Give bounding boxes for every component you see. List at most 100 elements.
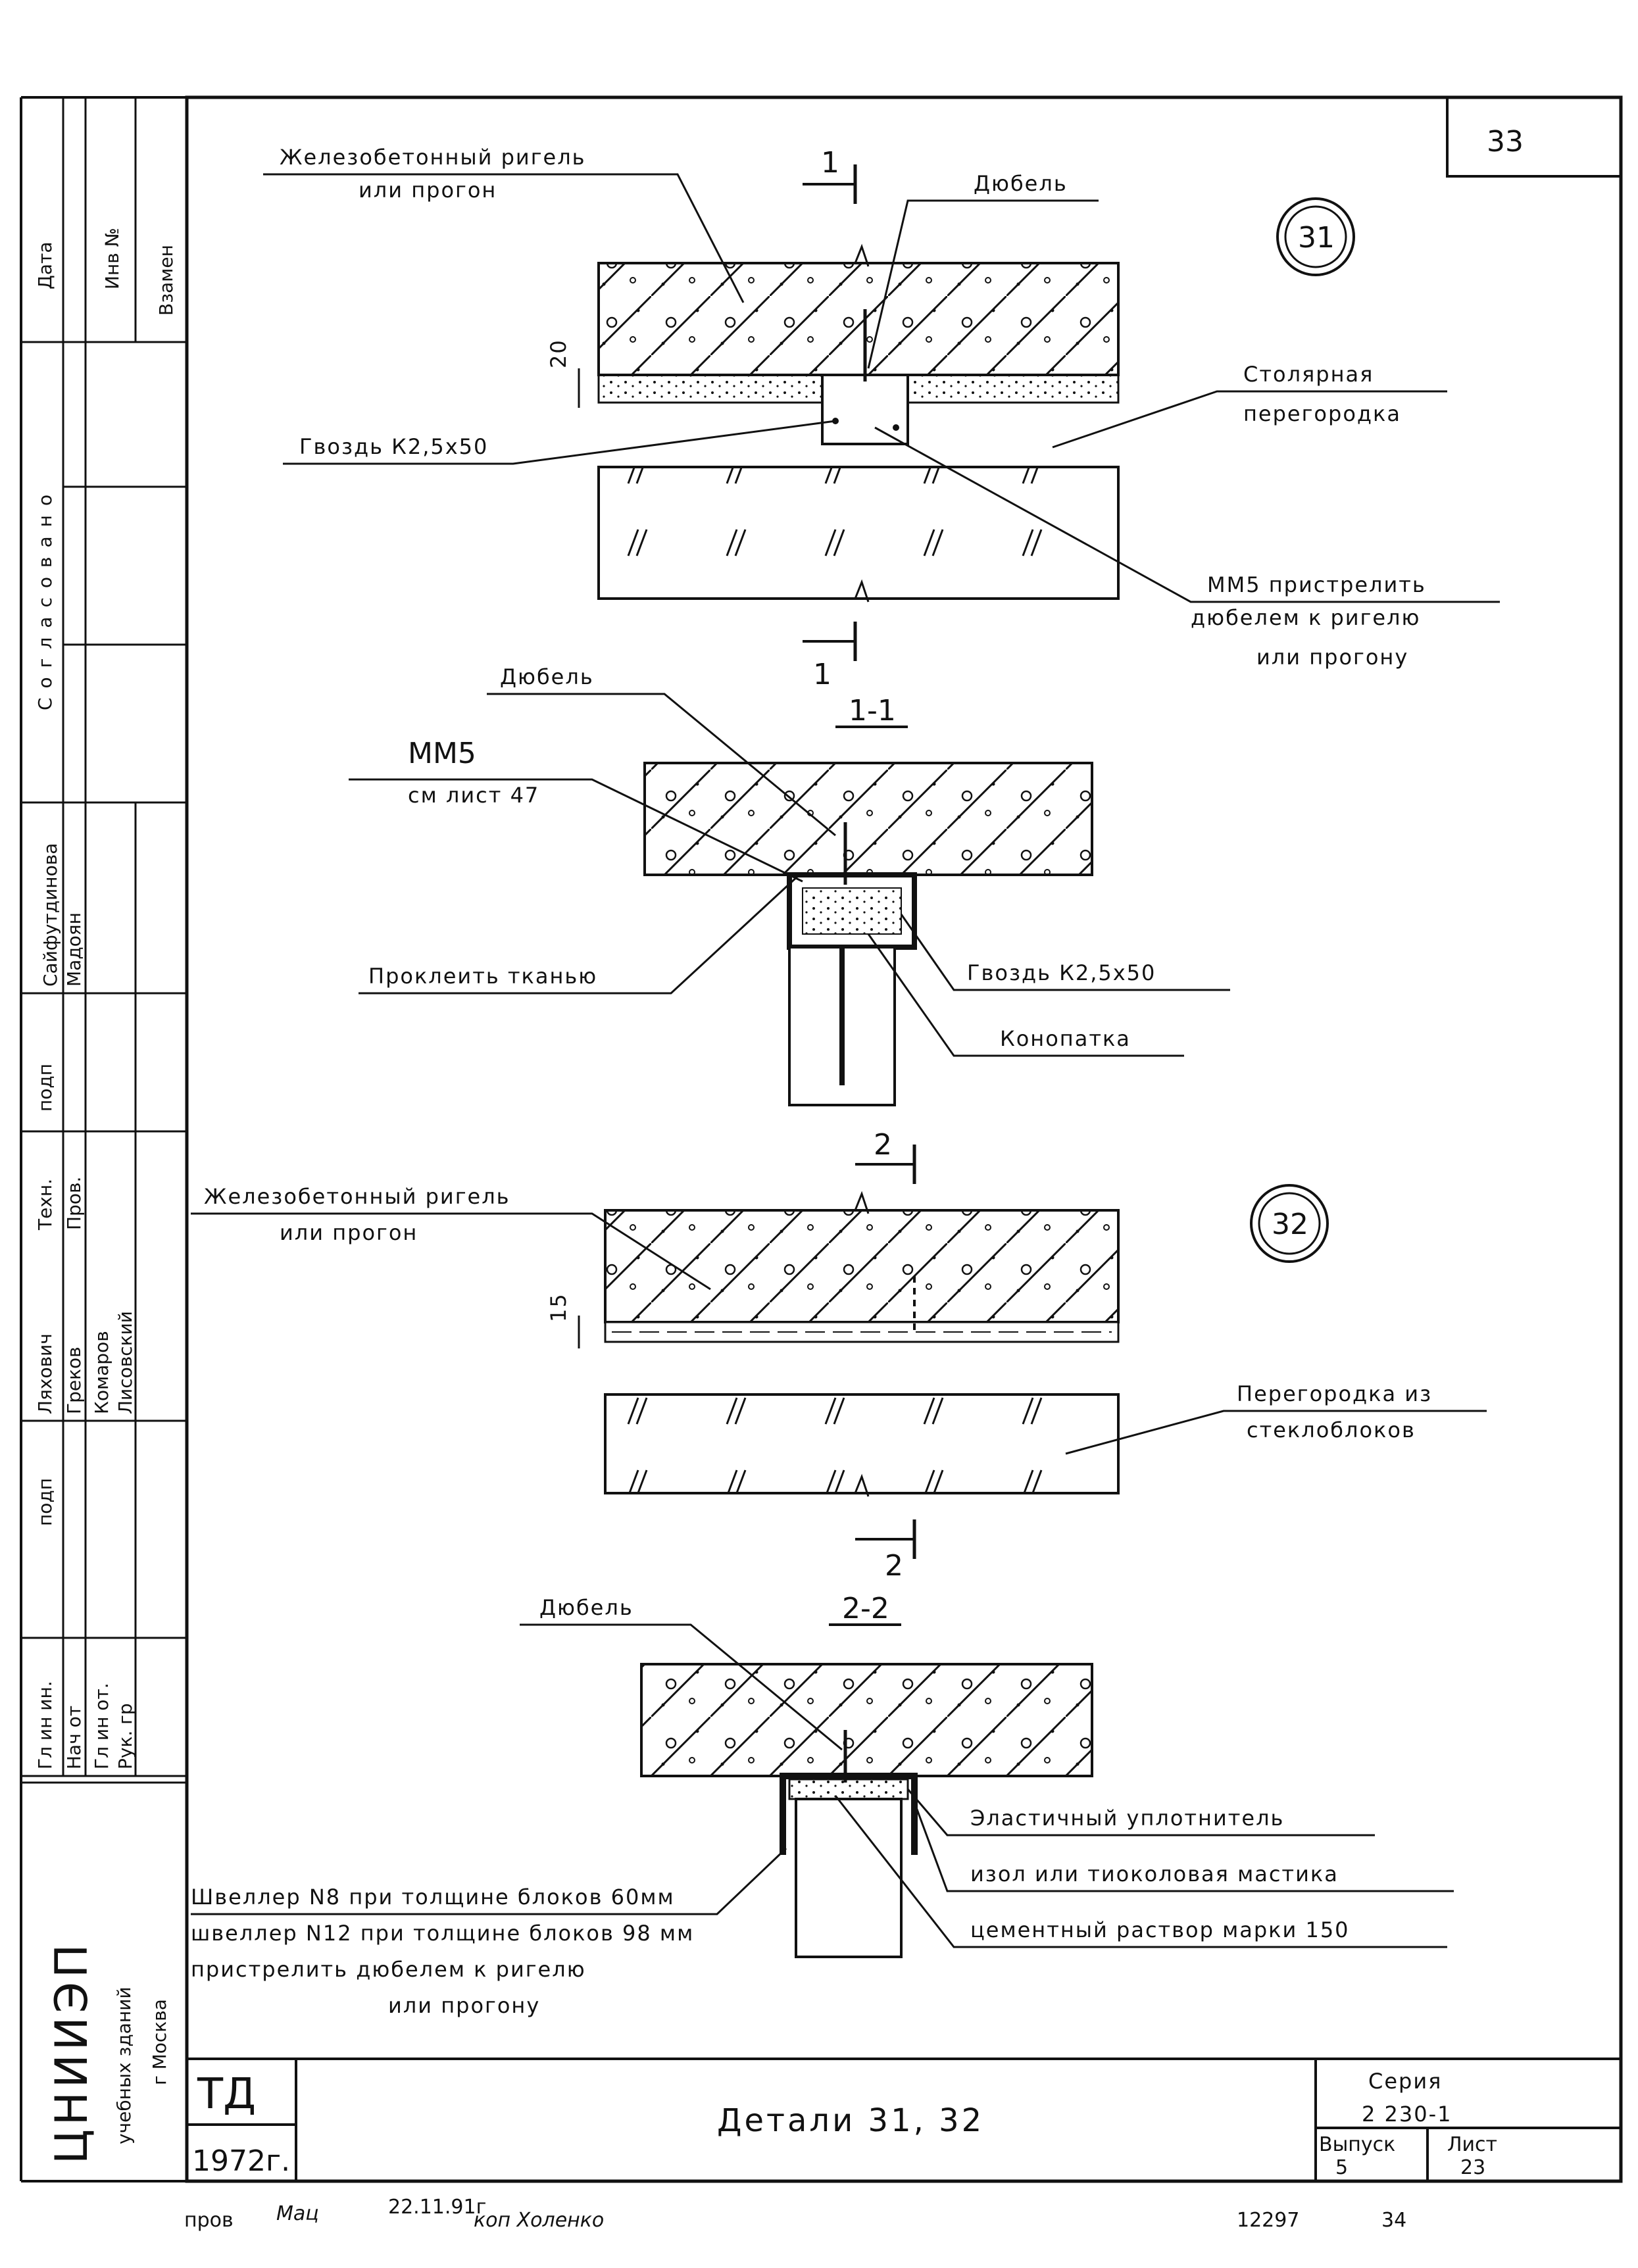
s11-see-sheet: см лист 47 — [408, 783, 539, 808]
footer-copy: коп Холенко — [474, 2209, 604, 2232]
stamp-ruk-gr: Рук. гр — [114, 1703, 136, 1769]
d32-callout-circle-inner — [1258, 1192, 1321, 1255]
d31-cut-top: 1 — [821, 146, 839, 180]
s11-leader — [349, 778, 803, 883]
stamp-inst-sub-2: г Москва — [149, 1999, 170, 2085]
footer-date: 22.11.91г — [388, 2196, 486, 2219]
tb-issue-label: Выпуск — [1319, 2133, 1395, 2156]
d32-beam-label-2: или прогон — [280, 1220, 418, 1245]
d31-callout: 31 — [1298, 221, 1335, 255]
s11-mm5: ММ5 — [408, 737, 476, 770]
d32-partition-label-1: Перегородка из — [1237, 1381, 1432, 1406]
d31-mm5-label-1: ММ5 пристрелить — [1207, 572, 1426, 597]
sheet-number: 33 — [1487, 125, 1524, 159]
d31-break-mark — [854, 579, 870, 603]
d32-break-mark — [854, 1191, 870, 1214]
stamp-vzamen: Взамен — [155, 245, 177, 316]
section-1-1: 1-1 Дюбель ММ5 см лист 47 Проклеить ткан… — [349, 664, 1230, 1106]
stamp-komarov: Комаров — [91, 1331, 112, 1414]
d31-mm5-label-2: дюбелем к ригелю — [1191, 605, 1420, 630]
s22-seal-label: Эластичный уплотнитель — [970, 1806, 1284, 1831]
d31-callout-circle-inner — [1284, 205, 1347, 268]
detail-31: 20 31 1 1 Железобетонный ригель или прог… — [263, 145, 1500, 691]
d32-cut-bottom: 2 — [885, 1549, 903, 1583]
s22-leader — [906, 1788, 1375, 1837]
d32-partition-label-2: стеклоблоков — [1247, 1418, 1416, 1442]
d32-dim-15: 15 — [546, 1293, 571, 1322]
tb-sheet-label: Лист — [1447, 2133, 1497, 2156]
d31-leader — [263, 173, 745, 303]
footer-page: 34 — [1381, 2209, 1406, 2232]
d31-break-mark — [854, 243, 870, 267]
s22-leader — [834, 1795, 1447, 1948]
d31-callout-circle — [1276, 197, 1355, 276]
d31-leader — [283, 420, 836, 465]
s22-channel-3: пристрелить дюбелем к ригелю — [191, 1957, 586, 1982]
tb-series-label: Серия — [1368, 2069, 1442, 2094]
d32-cut-top: 2 — [874, 1128, 892, 1162]
s22-dowel-label: Дюбель — [539, 1595, 633, 1620]
stamp-podp-2: подп — [34, 1478, 56, 1526]
stamp-name-2: Мадоян — [63, 912, 85, 987]
s22-channel-2: швеллер N12 при толщине блоков 98 мм — [191, 1921, 694, 1946]
s11-nail: Гвоздь К2,5х50 — [967, 960, 1156, 985]
d31-block — [821, 374, 909, 445]
s22-mortar-label: цементный раствор марки 150 — [970, 1917, 1350, 1942]
stamp-grid — [21, 97, 187, 1784]
d31-partition-label-1: Столярная — [1243, 362, 1374, 387]
stamp-inv: Инв № — [101, 228, 123, 289]
s22-channel-1: Швеллер N8 при толщине блоков 60мм — [191, 1885, 675, 1910]
tb-series: 2 230-1 — [1362, 2102, 1452, 2127]
stamp-name-1: Сайфутдинова — [39, 843, 61, 987]
tb-sheet: 23 — [1460, 2156, 1485, 2179]
s11-leader — [867, 933, 1184, 1057]
stamp-podp-1: подп — [34, 1064, 56, 1112]
s22-leader — [191, 1847, 787, 1915]
d32-break-mark — [854, 1473, 870, 1497]
s11-title: 1-1 — [849, 694, 896, 727]
s11-caulk: Конопатка — [1000, 1026, 1131, 1051]
stamp-grekov: Греков — [63, 1346, 85, 1414]
tb-title: Детали 31, 32 — [717, 2102, 984, 2139]
d31-leader — [1052, 390, 1447, 449]
sheet-frame — [185, 95, 1623, 2183]
tb-issue: 5 — [1335, 2156, 1348, 2179]
d31-nail-label: Гвоздь К2,5х50 — [299, 434, 488, 459]
s11-leader — [487, 693, 836, 837]
footer-left: пров — [184, 2209, 234, 2232]
s11-beam — [643, 762, 1093, 876]
stamp-lisovsky: Лисовский — [114, 1311, 136, 1414]
s22-mastic-label: изол или тиоколовая мастика — [970, 1861, 1339, 1886]
stamp-agreed: Согласовано — [34, 485, 56, 710]
s22-partition — [795, 1798, 903, 1958]
stamp-inst-sub-1: учебных зданий — [113, 1986, 135, 2144]
stamp-prov: Пров. — [63, 1177, 85, 1230]
d31-beam — [597, 262, 1120, 376]
s11-block-grain — [802, 887, 902, 935]
d32-callout: 32 — [1272, 1208, 1308, 1241]
s22-leader — [913, 1802, 1454, 1892]
stamp-nach-ot: Нач от — [63, 1706, 85, 1769]
stamp-tekhn: Техн. — [34, 1179, 56, 1231]
stamp-gl-in-ot: Гл ин от. — [91, 1683, 112, 1769]
s22-seal — [788, 1778, 909, 1800]
s11-glue: Проклеить тканью — [368, 964, 597, 989]
stamp-date: Дата — [34, 241, 56, 289]
sheet-number-box — [1446, 96, 1622, 178]
d31-nail-point — [893, 424, 899, 431]
d31-leader — [874, 426, 1500, 603]
s22-beam — [640, 1663, 1093, 1777]
d31-partition-label-2: перегородка — [1243, 401, 1401, 426]
stamp-gl-in: Гл ин ин. — [34, 1681, 56, 1769]
d31-beam-label-1: Железобетонный ригель — [280, 145, 586, 170]
s11-leader — [359, 874, 801, 995]
d32-callout-circle — [1250, 1184, 1329, 1263]
s22-leader — [520, 1623, 843, 1751]
d31-leader — [867, 199, 1099, 369]
tb-org-code: ТД — [197, 2070, 256, 2119]
d31-beam-label-2: или прогон — [359, 178, 497, 203]
tb-year: 1972г. — [192, 2144, 290, 2178]
s11-leader — [900, 914, 1230, 991]
stamp-texts: Дата Инв № Взамен Согласовано Сайфутдино… — [34, 228, 177, 2164]
